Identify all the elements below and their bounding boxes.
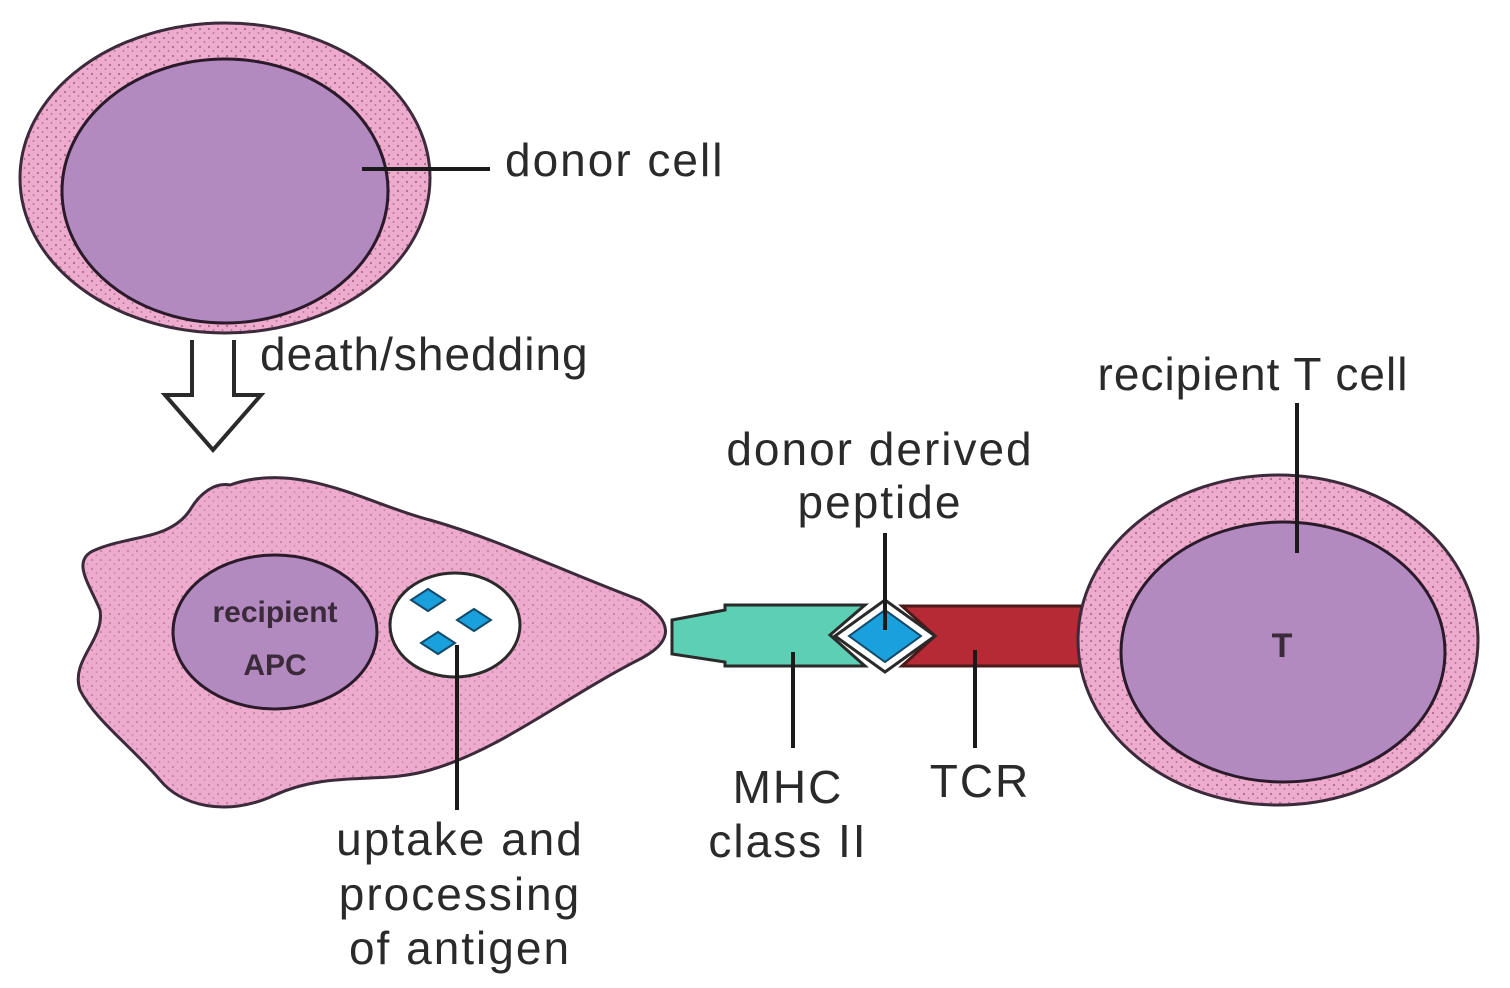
- uptake-label-line2: processing: [339, 868, 581, 920]
- shedding-arrow-icon: [160, 340, 266, 454]
- t-nucleus-label: T: [1272, 627, 1293, 665]
- antigen-fragment-icon: [455, 607, 493, 633]
- mhc-label-line1: MHC: [733, 761, 844, 813]
- tcr-label: TCR: [930, 755, 1031, 807]
- recipient-apc-cell: recipient APC: [76, 476, 667, 809]
- antigen-fragment-icon: [419, 630, 457, 656]
- recipient-t-cell: T: [1076, 473, 1480, 807]
- donor-derived-label-line1: donor derived: [726, 423, 1033, 475]
- mhc-label-line2: class II: [708, 815, 867, 867]
- mhc-class-ii-molecule: [670, 603, 870, 668]
- apc-nucleus: [171, 553, 379, 711]
- donor-cell-label: donor cell: [505, 134, 724, 186]
- uptake-label-line1: uptake and: [336, 813, 584, 865]
- death-shedding-label: death/shedding: [260, 328, 589, 380]
- uptake-label-line3: of antigen: [349, 922, 571, 974]
- donor-cell-nucleus: [60, 57, 390, 325]
- recipient-t-cell-label: recipient T cell: [1098, 348, 1409, 400]
- donor-cell: [18, 21, 432, 335]
- donor-derived-label-line2: peptide: [798, 476, 963, 528]
- donor-peptide-icon: [847, 608, 923, 664]
- apc-label-line1: recipient: [212, 596, 337, 629]
- antigen-fragment-icon: [409, 587, 447, 613]
- apc-label-line2: APC: [243, 649, 306, 682]
- t-cell-nucleus: [1119, 520, 1447, 784]
